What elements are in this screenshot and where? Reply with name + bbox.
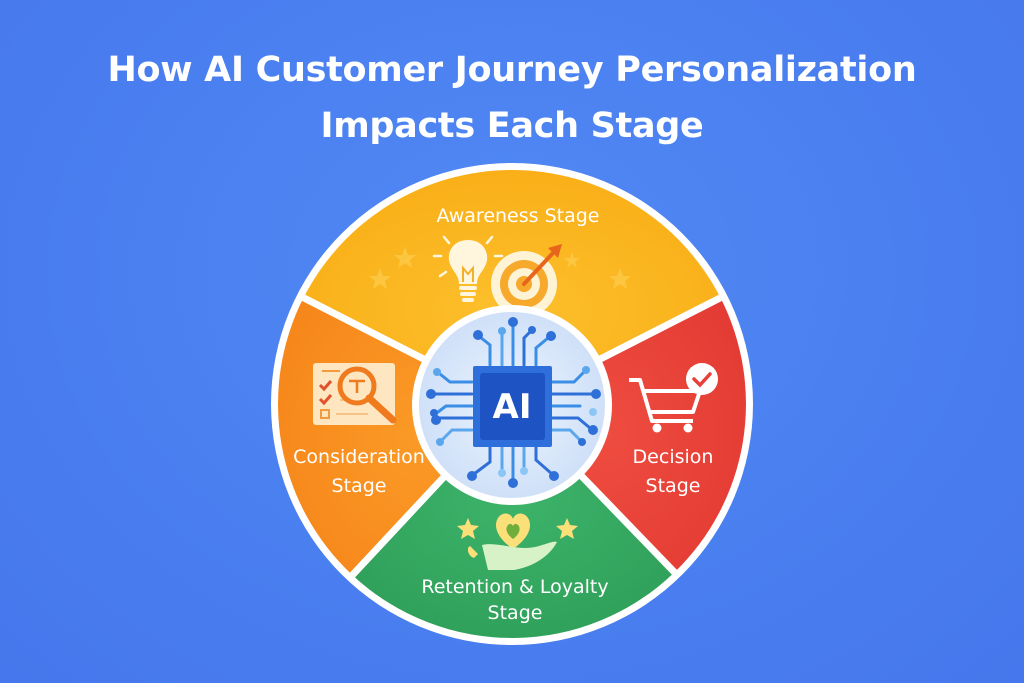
target-icon — [491, 244, 562, 317]
lightbulb-icon — [432, 235, 504, 302]
shopping-cart-check-icon — [629, 363, 718, 433]
title-line-2: Impacts Each Stage — [320, 106, 704, 146]
segment-decision[interactable] — [512, 297, 746, 573]
label-consideration-line2: Stage — [332, 475, 387, 497]
checklist-magnifier-icon — [313, 363, 397, 425]
title-line-1: How AI Customer Journey Personalization — [107, 50, 917, 90]
hand-heart-stars-icon — [457, 513, 578, 570]
label-decision-line1: Decision — [633, 446, 714, 468]
label-consideration-line1: Consideration — [293, 446, 425, 468]
label-retention-line1: Retention & Loyalty — [421, 576, 608, 598]
label-retention-line2: Stage — [488, 602, 543, 624]
circuit-traces-icon — [426, 317, 601, 488]
page-title: How AI Customer Journey Personalization … — [0, 42, 1024, 154]
decorative-stars — [369, 247, 631, 289]
label-decision-line2: Stage — [646, 475, 701, 497]
ai-hub[interactable]: AI — [412, 305, 612, 505]
label-awareness: Awareness Stage — [437, 205, 600, 227]
ai-hub-label: AI — [493, 387, 532, 427]
